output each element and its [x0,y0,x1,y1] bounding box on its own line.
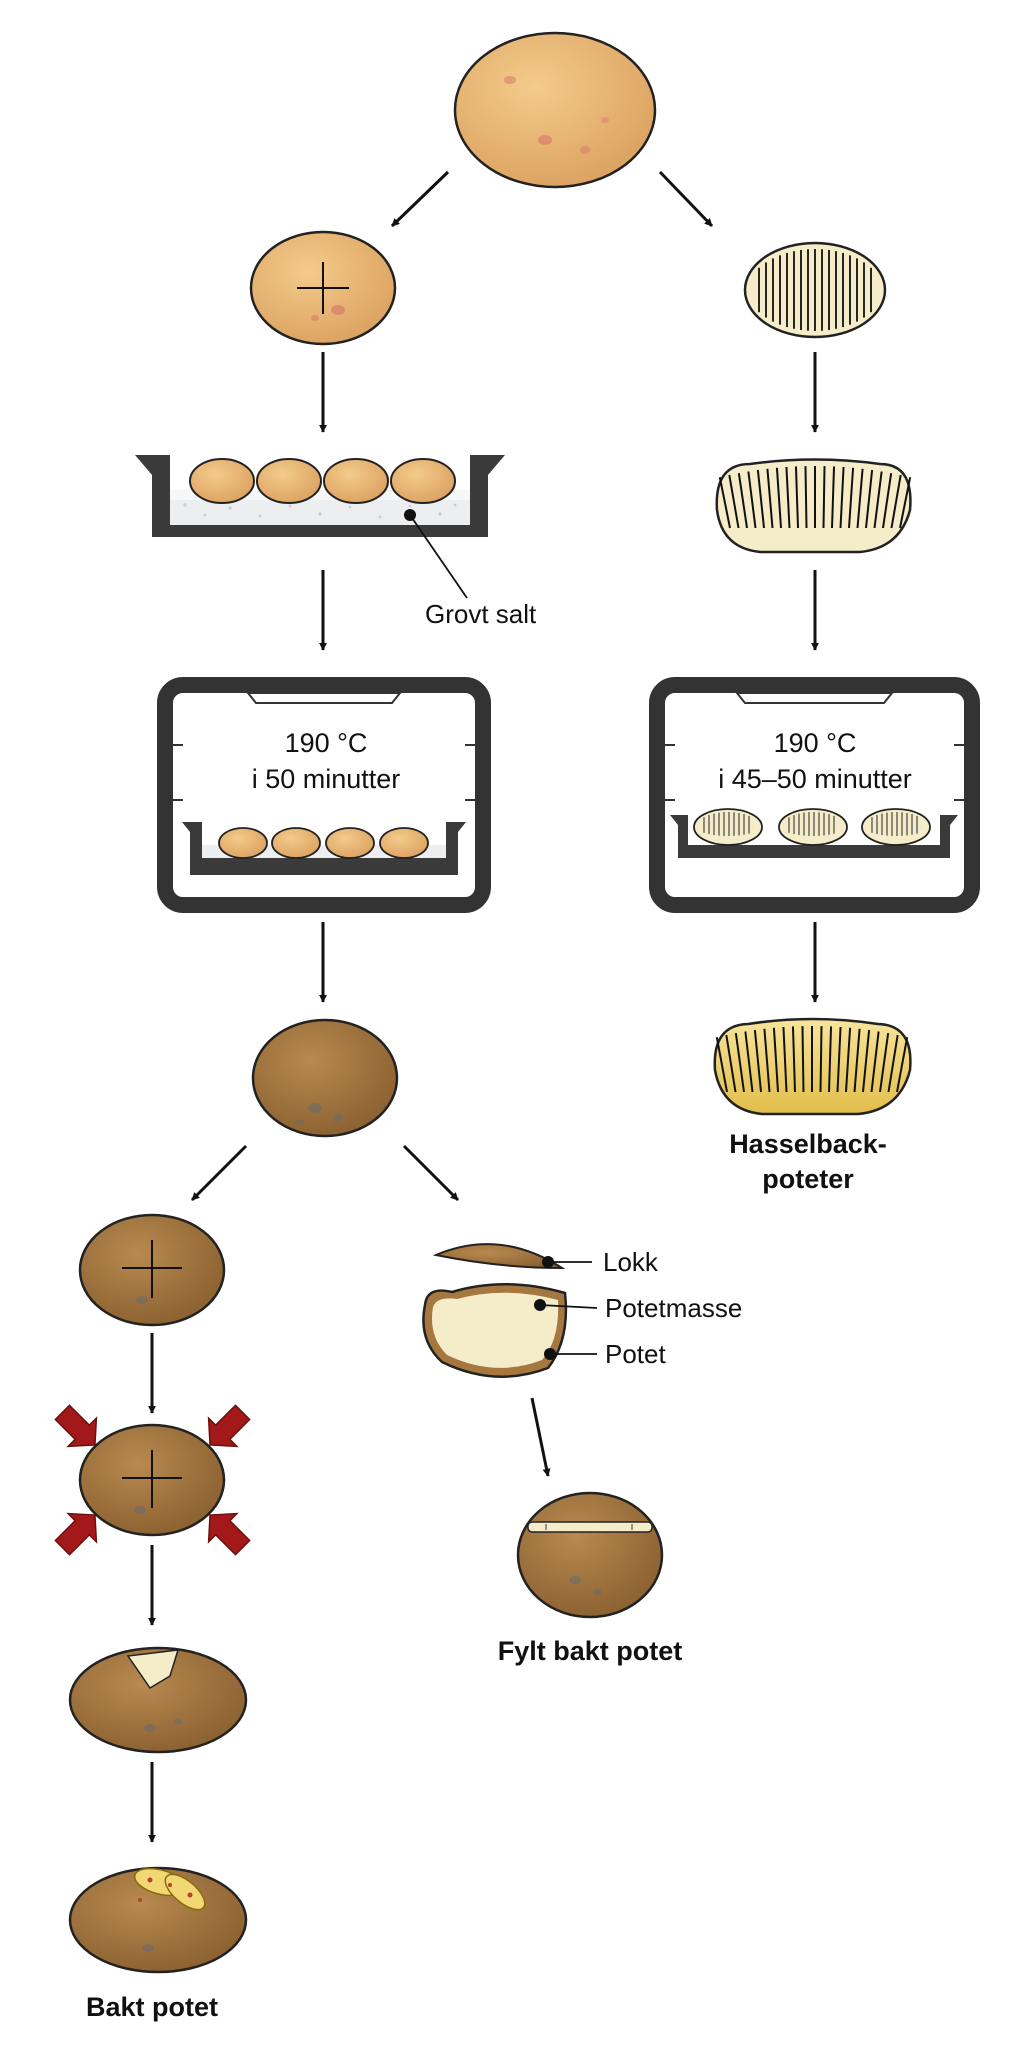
slice-cut [801,1026,805,1093]
salt-grains [183,503,457,519]
slice-cut [899,477,912,529]
slice-cut [873,471,883,529]
arrow-fylt-1 [530,1397,551,1477]
slice-cut [728,474,740,529]
raw-potato-hasselback-side [715,458,912,554]
baked-potato-squeezed [78,1423,226,1537]
label-hasselback-line1: Hasselback- [729,1129,887,1159]
press-arrow-bottom-right [207,1512,251,1556]
slice-cut [718,477,731,529]
slice-cut [828,1026,833,1093]
slice-cut [839,466,845,529]
raw-potato-whole [453,31,657,189]
slice-cut [715,1037,728,1093]
slice-cut [856,468,864,529]
slice-cut [822,466,826,529]
oven-right-duration: i 45–50 minutter [718,764,912,794]
slice-cut [804,466,808,529]
label-potato: Potet [605,1339,666,1369]
slice-cut [766,468,774,529]
mash-callout-dot [534,1299,546,1311]
oven-left [157,677,491,913]
slice-cut [734,1033,745,1093]
slice-cut [763,1028,771,1093]
raw-potato-hasselback-top [743,241,887,339]
label-coarse-salt: Grovt salt [425,599,537,629]
label-hasselback-line2: poteter [762,1164,854,1194]
salt-callout-dot [404,509,416,521]
stuffed-baked-potato [516,1491,664,1619]
slice-cut [853,1028,861,1093]
slice-cut [794,466,799,529]
arrow-top-left [390,170,450,228]
salt-tray [135,455,505,537]
slice-cut [862,1029,871,1093]
baked-potato-opened [68,1646,248,1754]
baked-potato-with-butter [68,1866,248,1974]
hasselback-potato-baked [713,1017,912,1116]
slice-cut [890,474,902,529]
oven-right [649,677,980,913]
lid-callout-dot [542,1256,554,1268]
baked-potato-scored [78,1213,226,1327]
slice-cut [879,1033,890,1093]
press-arrow-top-left [54,1404,98,1448]
label-potato-mash: Potetmasse [605,1293,742,1323]
label-baked-potato: Bakt potet [86,1992,218,2022]
slice-cut [747,471,757,529]
oven-right-hasselback-potatoes [693,808,931,846]
mash-callout-line [539,1304,598,1309]
slice-cut [865,469,874,529]
potato-lid [432,1243,566,1270]
slice-cut [791,1026,796,1093]
oven-left-duration: i 50 minutter [252,764,401,794]
slice-cut [882,473,893,529]
potato-callout-dot [544,1348,556,1360]
slice-cut [725,1034,737,1093]
slice-cut [845,1027,852,1093]
slice-cut [896,1037,909,1093]
slice-cut [744,1031,754,1093]
oven-right-temperature: 190 °C [774,728,857,758]
potato-shell-with-mash [422,1283,568,1378]
arrow-split-left [190,1144,248,1202]
slice-cut [848,467,855,529]
baked-potato [251,1018,399,1138]
arrow-top-right [658,170,714,228]
press-arrow-bottom-left [54,1512,98,1556]
slice-cut [782,1026,788,1093]
press-arrow-top-right [207,1404,251,1448]
slice-cut [785,466,791,529]
slice-cut [756,469,765,529]
slice-cut [819,1026,823,1093]
raw-potato-scored [249,230,397,346]
slice-cut [870,1031,880,1093]
label-lid: Lokk [603,1247,659,1277]
slice-cut [887,1034,899,1093]
slice-cut [775,467,782,529]
slice-cut [737,473,748,529]
oven-left-temperature: 190 °C [285,728,368,758]
slice-cut [836,1026,842,1093]
slice-cut [753,1029,762,1093]
slice-cut [772,1027,779,1093]
slice-cut [831,466,836,529]
label-stuffed-baked-potato: Fylt bakt potet [498,1636,683,1666]
salt-callout-line [409,514,468,599]
arrow-split-right [402,1144,460,1202]
